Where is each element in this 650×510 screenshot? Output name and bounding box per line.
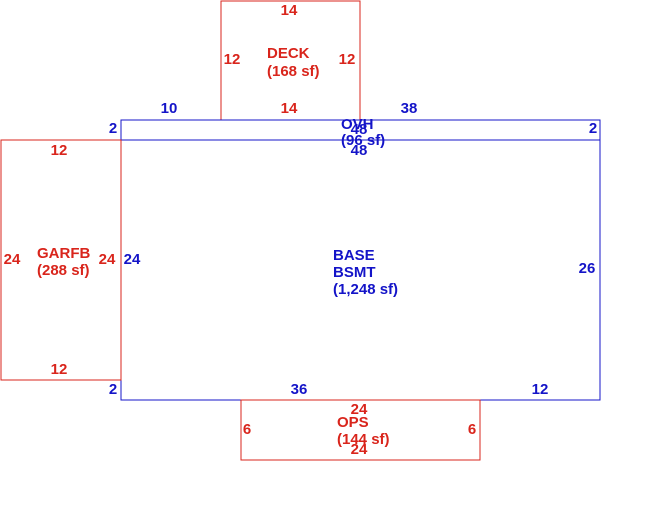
deck-dim-bottom: 14 bbox=[281, 100, 298, 117]
base-dim-right: 26 bbox=[579, 260, 596, 277]
base-dim-left: 24 bbox=[124, 251, 141, 268]
base-dim-bottom-right: 12 bbox=[532, 381, 549, 398]
base-dim-top-left: 10 bbox=[161, 100, 178, 117]
base-dim-bottom-mid: 36 bbox=[291, 381, 308, 398]
ops-dim-left: 6 bbox=[243, 421, 251, 438]
ovh-area-label: (96 sf) bbox=[341, 132, 385, 149]
deck-name: DECK bbox=[267, 45, 310, 62]
deck-dim-left: 12 bbox=[224, 51, 241, 68]
garfb-dim-top: 12 bbox=[51, 142, 68, 159]
base-area[interactable]: 10 38 24 26 2 36 12 BASE BSMT (1,248 sf) bbox=[109, 100, 601, 401]
ops-area[interactable]: 24 6 6 24 OPS (144 sf) bbox=[240, 399, 481, 461]
deck-area[interactable]: 14 12 12 14 DECK (168 sf) bbox=[220, 0, 361, 121]
ovh-dim-bottom: 48 bbox=[351, 142, 368, 159]
ops-dim-top: 24 bbox=[351, 401, 368, 418]
ops-outline bbox=[240, 399, 481, 461]
ovh-dim-left: 2 bbox=[109, 120, 117, 137]
garfb-outline bbox=[0, 139, 122, 381]
ovh-dim-top: 48 bbox=[351, 121, 368, 138]
ops-dim-right: 6 bbox=[468, 421, 476, 438]
base-name-line2: BSMT bbox=[333, 264, 376, 281]
garfb-name: GARFB bbox=[37, 245, 90, 262]
base-dim-top-right: 38 bbox=[401, 100, 418, 117]
garfb-dim-left: 24 bbox=[4, 251, 21, 268]
base-dim-bottom-left: 2 bbox=[109, 381, 117, 398]
deck-dim-right: 12 bbox=[339, 51, 356, 68]
garfb-area[interactable]: 12 24 24 12 GARFB (288 sf) bbox=[0, 139, 122, 381]
garfb-area-label: (288 sf) bbox=[37, 262, 90, 279]
ops-dim-bottom: 24 bbox=[351, 441, 368, 458]
ops-area-label: (144 sf) bbox=[337, 431, 390, 448]
base-name-line1: BASE bbox=[333, 247, 375, 264]
garfb-dim-right: 24 bbox=[99, 251, 116, 268]
deck-area-label: (168 sf) bbox=[267, 63, 320, 80]
ops-name: OPS bbox=[337, 414, 369, 431]
deck-dim-top: 14 bbox=[281, 2, 298, 19]
ovh-dim-right: 2 bbox=[589, 120, 597, 137]
ovh-area[interactable]: OVH (96 sf) 48 48 2 2 bbox=[109, 116, 601, 159]
garfb-dim-bottom: 12 bbox=[51, 361, 68, 378]
base-area-label: (1,248 sf) bbox=[333, 281, 398, 298]
